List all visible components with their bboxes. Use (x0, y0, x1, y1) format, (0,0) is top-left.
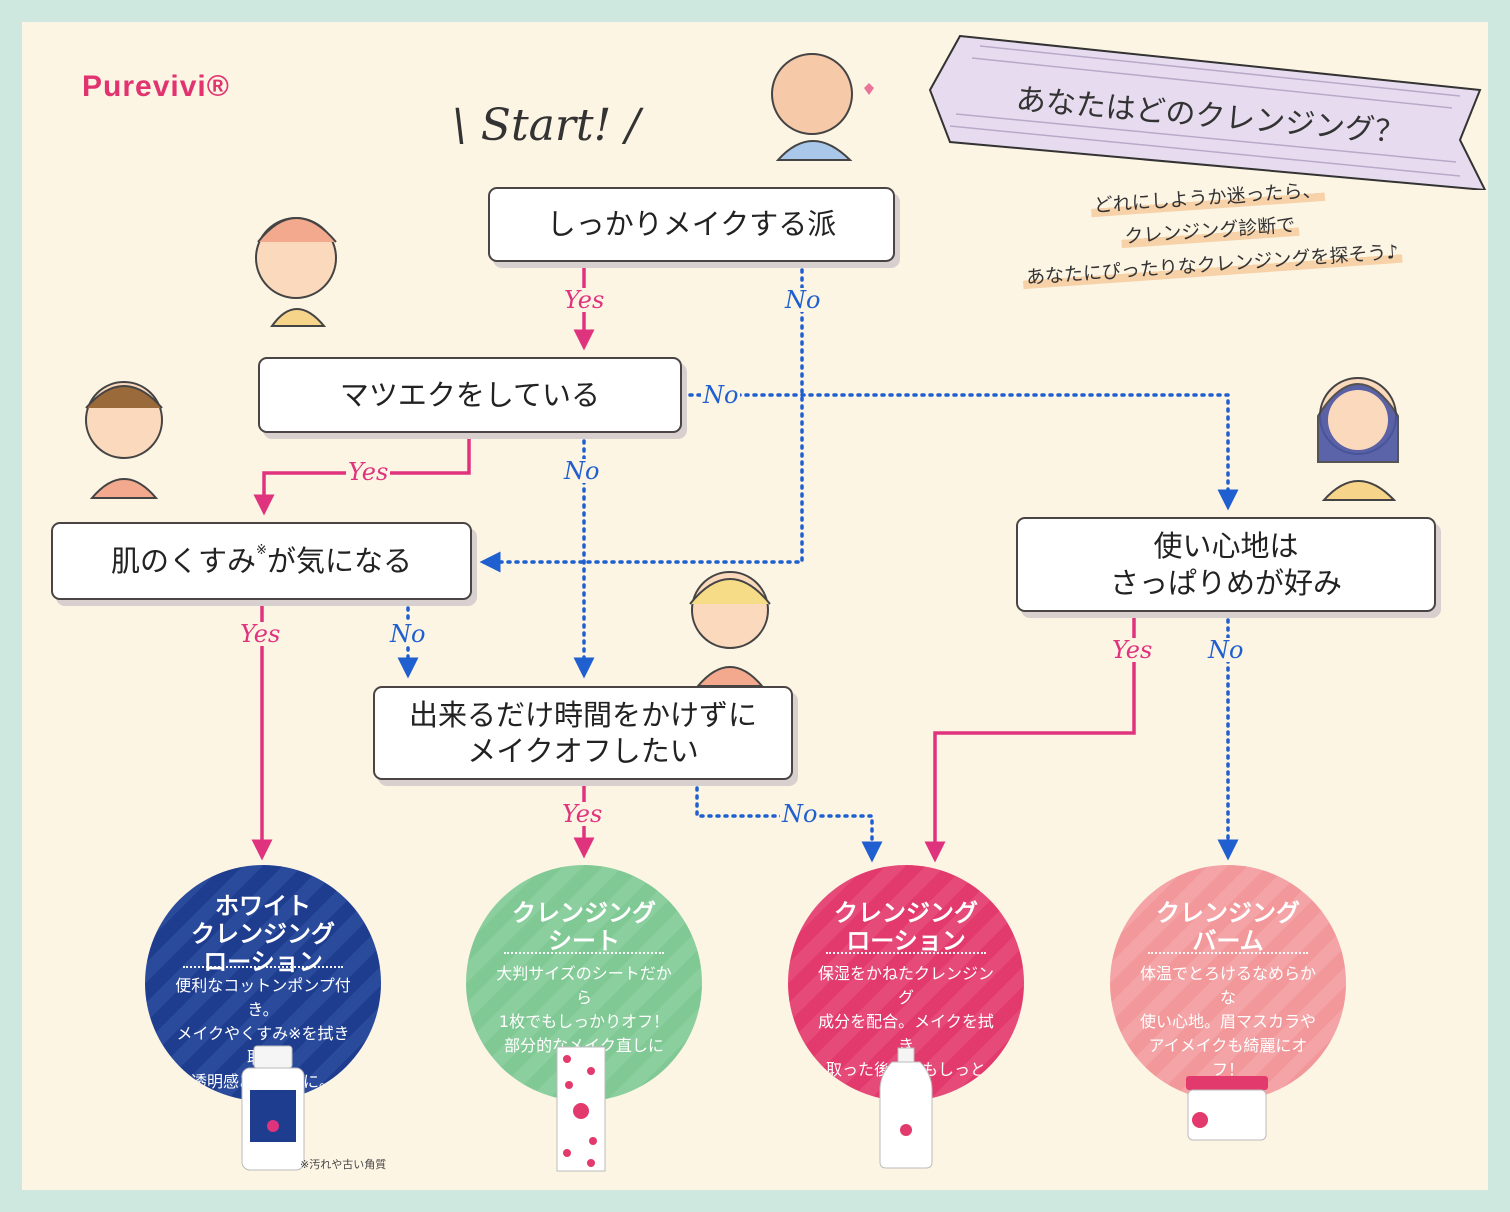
result-4-title-line2: バーム (1192, 926, 1264, 955)
result-2-desc: 大判サイズのシートだから 1枚でもしっかりオフ！ 部分的なメイク直しにも。 (494, 962, 673, 1082)
result-1-title-line1: ホワイト (215, 892, 311, 921)
result-4-divider (1147, 952, 1309, 955)
result-4-desc-line2: 使い心地。眉マスカラや (1139, 1011, 1316, 1031)
result-2-title-line1: クレンジング (512, 899, 656, 928)
question-makeup-heavy: しっかりメイクする派 (488, 187, 895, 262)
result-1-desc-line1: 便利なコットンポンプ付き。 (175, 975, 351, 1019)
result-1-divider (182, 966, 344, 969)
result-4-title-line1: クレンジング (1156, 899, 1300, 928)
intro-line-2: クレンジング診断で (1120, 214, 1300, 249)
result-2-desc-line1: 大判サイズのシートだから (496, 963, 672, 1007)
result-2-divider (503, 952, 665, 955)
question-dullness: 肌のくすみ※が気になる (51, 522, 472, 600)
result-2-title: クレンジング シート (466, 900, 702, 955)
result-1-title-line2: クレンジング (191, 919, 335, 948)
line-q2-no-right (680, 393, 1239, 511)
label-q4-no: No (780, 800, 820, 828)
result-1-desc: 便利なコットンポンプ付き。 メイクやくすみ※を拭き取り 透明感ある素肌に。 (173, 974, 352, 1094)
question-light-texture: 使い心地は さっぱりめが好み (1016, 517, 1436, 612)
label-q5-yes: Yes (1110, 636, 1155, 664)
woman-illustration-left-lower (85, 381, 163, 499)
label-q2-no-right: No (701, 381, 741, 409)
label-q1-no: No (783, 286, 823, 314)
label-q5-no: No (1206, 636, 1246, 664)
result-3-divider (825, 952, 987, 955)
woman-illustration-right (1317, 377, 1399, 501)
brand-logo: Purevivi® (82, 70, 230, 103)
question-eyelash-extension-text: マツエクをしている (339, 377, 601, 412)
result-4-desc: 体温でとろけるなめらかな 使い心地。眉マスカラや アイメイクも綺麗にオフ！ (1138, 962, 1317, 1082)
label-q2-no-down: No (562, 457, 602, 485)
question-makeup-heavy-text: しっかりメイクする派 (546, 207, 837, 242)
question-light-texture-line1: 使い心地は (1153, 529, 1299, 564)
product-white-cleansing-lotion-image (241, 1045, 305, 1171)
result-cleansing-balm: クレンジング バーム 体温でとろけるなめらかな 使い心地。眉マスカラや アイメイ… (1110, 865, 1346, 1101)
result-3-title-line2: ローション (846, 926, 966, 955)
result-2-desc-line2: 1枚でもしっかりオフ！ (498, 1011, 670, 1031)
start-label: \ Start! / (452, 100, 641, 151)
result-4-desc-line3: アイメイクも綺麗にオフ！ (1148, 1035, 1308, 1079)
label-q2-yes: Yes (346, 458, 391, 486)
woman-illustration-center (689, 571, 771, 687)
question-quick-removal-text: 出来るだけ時間をかけずに メイクオフしたい (409, 697, 757, 770)
footnote-mark: ※ (256, 542, 267, 558)
question-light-texture-text: 使い心地は さっぱりめが好み (1110, 528, 1342, 601)
label-q4-yes: Yes (560, 800, 605, 828)
title-banner: あなたはどのクレンジング？ (928, 34, 1487, 190)
question-quick-removal: 出来るだけ時間をかけずに メイクオフしたい (373, 686, 793, 780)
question-dullness-tail: が気になる (266, 543, 412, 578)
woman-illustration-top (771, 53, 874, 161)
label-q3-yes: Yes (238, 620, 283, 648)
result-4-desc-line1: 体温でとろけるなめらかな (1139, 963, 1316, 1007)
label-q1-yes: Yes (562, 286, 607, 314)
question-quick-removal-line2: メイクオフしたい (467, 734, 699, 768)
line-q5-yes (924, 612, 1136, 863)
result-2-title-line2: シート (548, 926, 620, 955)
product-cleansing-sheet-image (556, 1046, 606, 1172)
result-3-title: クレンジング ローション (788, 900, 1024, 955)
question-dullness-text: 肌のくすみ※が気になる (111, 543, 412, 579)
result-1-title-line3: ローション (203, 947, 323, 976)
footnote-text: ※汚れや古い角質 (300, 1158, 387, 1171)
product-cleansing-balm-image (1186, 1076, 1268, 1141)
product-cleansing-lotion-image (879, 1047, 933, 1169)
question-light-texture-line2: さっぱりめが好み (1109, 565, 1342, 600)
question-dullness-main: 肌のくすみ (111, 543, 257, 578)
question-quick-removal-line1: 出来るだけ時間をかけずに (408, 697, 757, 732)
result-3-desc-line1: 保湿をかねたクレンジング (817, 963, 994, 1007)
woman-illustration-left-upper (255, 217, 337, 327)
result-3-title-line1: クレンジング (834, 899, 978, 928)
result-1-title: ホワイト クレンジング ローション (145, 893, 381, 976)
label-q3-no: No (388, 620, 428, 648)
question-eyelash-extension: マツエクをしている (258, 357, 682, 433)
result-4-title: クレンジング バーム (1110, 900, 1346, 955)
